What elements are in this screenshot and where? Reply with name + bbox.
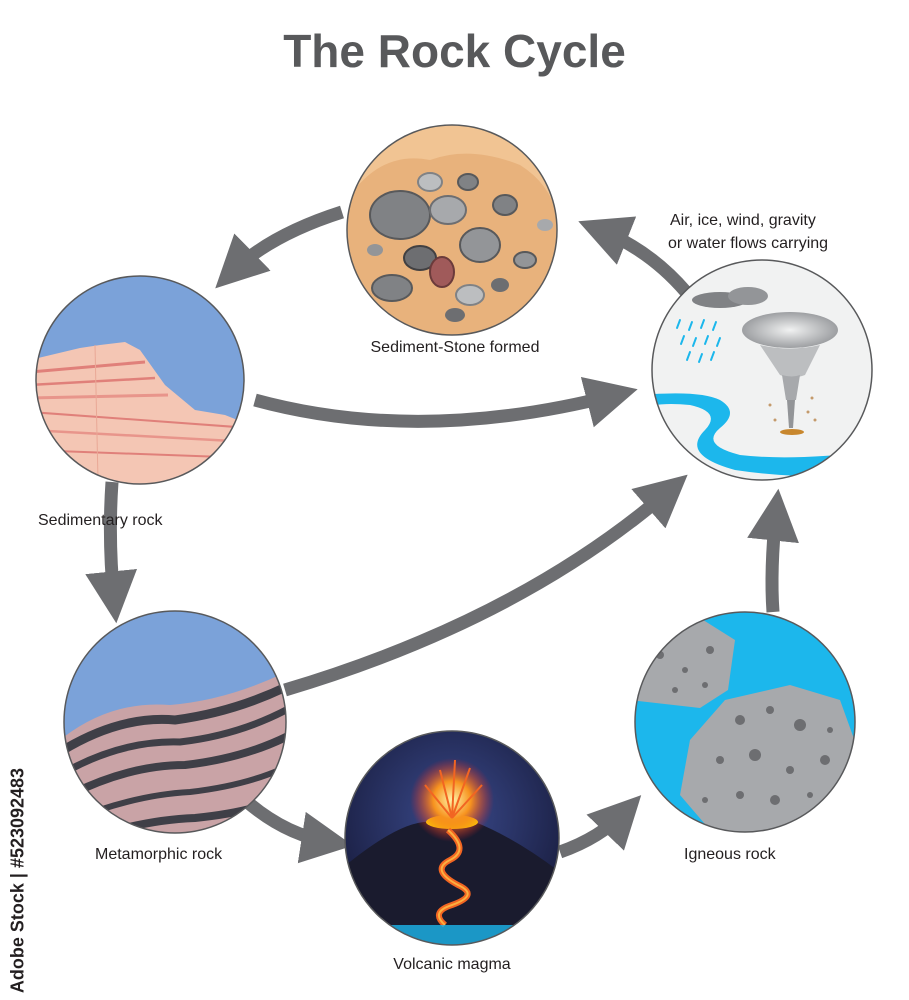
arrow-sedimentary-to-weathering	[253, 376, 638, 428]
arrow-metamorphic-to-weathering	[283, 474, 688, 697]
arrow-sedimentary-to-metamorphic	[85, 481, 138, 624]
weathering-illustration	[651, 259, 873, 481]
sediment-stone-illustration	[346, 124, 558, 336]
metamorphic-rock-illustration	[63, 610, 287, 834]
stock-watermark: Adobe Stock | #523092483	[8, 760, 28, 1000]
sedimentary-rock-illustration	[35, 275, 245, 485]
label-weathering-line2: or water flows carrying	[668, 235, 829, 252]
arrow-weathering-to-sediment	[578, 216, 691, 297]
label-sedimentary-rock: Sedimentary rock	[38, 512, 163, 529]
cycle-arrows	[85, 205, 799, 864]
label-igneous-rock: Igneous rock	[684, 846, 776, 863]
arrow-sediment-to-sedimentary	[215, 205, 344, 289]
page-title: The Rock Cycle	[283, 25, 626, 77]
igneous-rock-illustration	[634, 611, 856, 833]
arrow-metamorphic-to-magma	[240, 795, 354, 864]
volcanic-magma-illustration	[344, 730, 560, 946]
label-volcanic-magma: Volcanic magma	[393, 956, 511, 973]
arrow-magma-to-igneous	[557, 795, 642, 859]
watermark-text: Adobe Stock | #523092483	[7, 767, 28, 994]
label-sediment-stone: Sediment-Stone formed	[370, 339, 540, 356]
label-weathering-line1: Air, ice, wind, gravity	[670, 212, 816, 229]
arrow-igneous-to-weathering	[747, 488, 799, 613]
label-metamorphic-rock: Metamorphic rock	[95, 846, 223, 863]
